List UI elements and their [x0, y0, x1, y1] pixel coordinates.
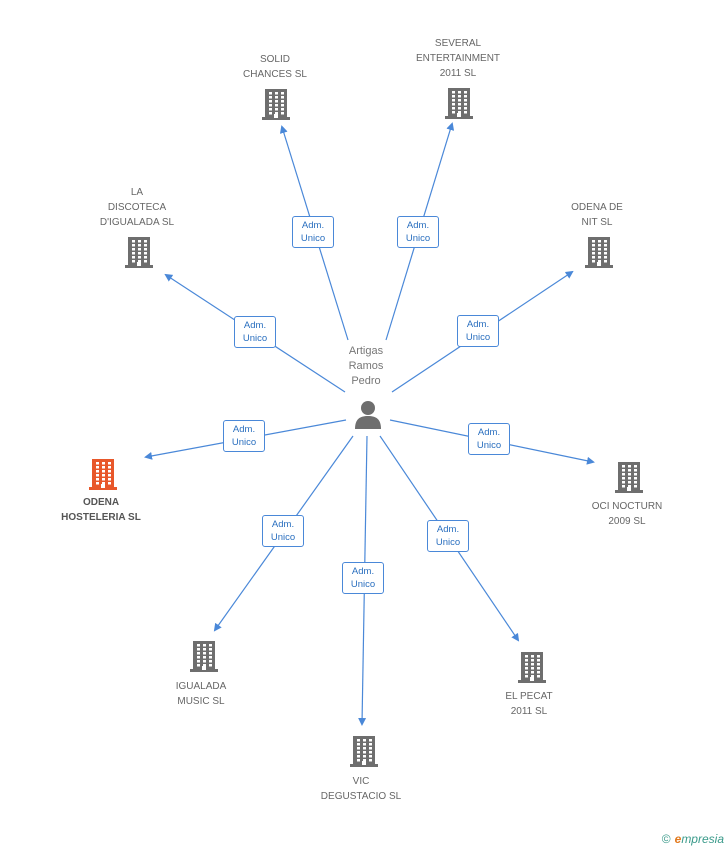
company-label-vic[interactable]: VIC DEGUSTACIO SL: [320, 776, 402, 802]
relation-badge-igualada[interactable]: Adm. Unico: [262, 515, 304, 547]
building-icon: [350, 736, 378, 767]
relation-badge-odena[interactable]: Adm. Unico: [223, 420, 265, 452]
company-icon-oci[interactable]: [614, 460, 644, 494]
company-label-solid[interactable]: SOLID CHANCES SL: [243, 54, 307, 80]
relation-role: Adm.: [351, 566, 375, 577]
relation-role: Adm.: [301, 220, 325, 231]
company-label-igualada[interactable]: IGUALADA MUSIC SL: [175, 681, 227, 707]
building-icon: [445, 88, 473, 119]
company-icon-discoteca[interactable]: [124, 235, 154, 269]
relation-badge-several[interactable]: Adm. Unico: [397, 216, 439, 248]
relation-type: Unico: [270, 532, 296, 543]
building-icon: [518, 652, 546, 683]
brand-name: mpresia: [681, 832, 724, 846]
company-icon-solid[interactable]: [261, 87, 291, 121]
company-label-discoteca[interactable]: LA DISCOTECA D'IGUALADA SL: [99, 187, 175, 228]
person-icon[interactable]: [354, 400, 382, 430]
relation-badge-vic[interactable]: Adm. Unico: [342, 562, 384, 594]
relation-type: Unico: [231, 437, 257, 448]
company-icon-nit[interactable]: [584, 235, 614, 269]
relation-role: Adm.: [232, 424, 256, 435]
relation-badge-pecat[interactable]: Adm. Unico: [427, 520, 469, 552]
company-icon-vic[interactable]: [349, 734, 379, 768]
relation-role: Adm.: [436, 524, 460, 535]
person-label: Artigas Ramos Pedro: [348, 345, 384, 387]
building-icon: [125, 237, 153, 268]
relation-role: Adm.: [477, 427, 501, 438]
relation-type: Unico: [300, 233, 326, 244]
company-label-odena[interactable]: ODENA HOSTELERIA SL: [61, 497, 141, 523]
relation-badge-nit[interactable]: Adm. Unico: [457, 315, 499, 347]
building-icon: [89, 459, 117, 490]
company-icon-igualada[interactable]: [189, 639, 219, 673]
building-icon: [190, 641, 218, 672]
relation-role: Adm.: [243, 320, 267, 331]
brand-initial: e: [674, 832, 682, 846]
relation-role: Adm.: [271, 519, 295, 530]
company-label-nit[interactable]: ODENA DE NIT SL: [571, 202, 623, 228]
company-label-several[interactable]: SEVERAL ENTERTAINMENT 2011 SL: [415, 38, 501, 79]
relation-type: Unico: [465, 332, 491, 343]
copyright-symbol: ©: [661, 832, 671, 846]
company-icon-odena[interactable]: [88, 457, 118, 491]
building-icon: [615, 462, 643, 493]
relation-role: Adm.: [406, 220, 430, 231]
building-icon: [585, 237, 613, 268]
relation-role: Adm.: [466, 319, 490, 330]
relation-type: Unico: [405, 233, 431, 244]
relation-type: Unico: [476, 440, 502, 451]
company-icon-several[interactable]: [444, 86, 474, 120]
building-icon: [262, 89, 290, 120]
company-icon-pecat[interactable]: [517, 650, 547, 684]
relation-badge-solid[interactable]: Adm. Unico: [292, 216, 334, 248]
footer-brand: ©empresia: [662, 832, 724, 846]
company-label-oci[interactable]: OCI NOCTURN 2009 SL: [591, 501, 663, 527]
relation-type: Unico: [350, 579, 376, 590]
relation-badge-discoteca[interactable]: Adm. Unico: [234, 316, 276, 348]
relation-type: Unico: [435, 537, 461, 548]
relation-badge-oci[interactable]: Adm. Unico: [468, 423, 510, 455]
company-label-pecat[interactable]: EL PECAT 2011 SL: [505, 691, 553, 717]
relation-type: Unico: [242, 333, 268, 344]
